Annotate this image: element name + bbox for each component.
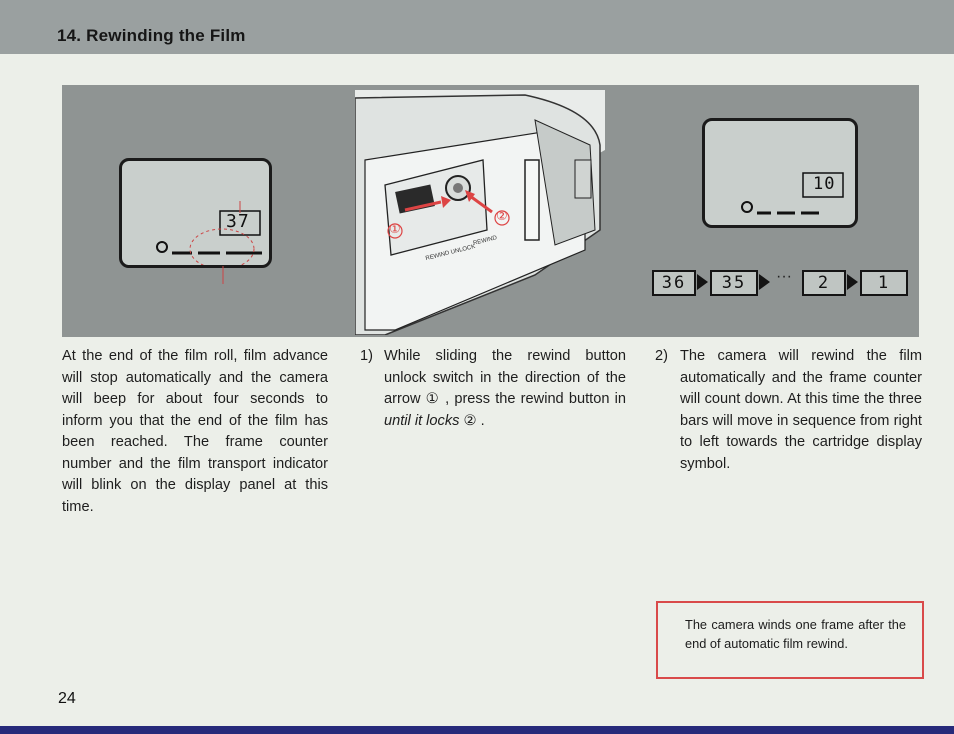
right-frame-counter: 10 [813, 174, 836, 194]
lcd-panel-right: 10 [702, 118, 858, 228]
step-1-italic: until it locks [384, 412, 460, 429]
sequence-arrow-icon [759, 274, 770, 290]
step-1-text-column: While sliding the rewind button unlock s… [384, 346, 626, 432]
header-bar: 14. Rewinding the Film [0, 0, 954, 54]
step-1-number: 1) [360, 348, 373, 364]
cartridge-icon [741, 201, 753, 213]
lcd-panel-left-graphics [156, 201, 262, 270]
page-number: 24 [58, 690, 76, 707]
lcd-callout-line [222, 266, 224, 284]
sequence-ellipsis: ··· [776, 268, 792, 285]
camera-illustration [355, 90, 605, 335]
left-frame-counter: 37 [226, 211, 250, 232]
sequence-arrow-icon [847, 274, 858, 290]
step-1-paragraph: While sliding the rewind button unlock s… [384, 346, 626, 432]
camera-photo: ① ② REWIND UNLOCK REWIND [355, 90, 605, 335]
step-1-end: ② . [459, 412, 485, 429]
cartridge-icon [156, 241, 168, 253]
intro-text-column: At the end of the film roll, film advanc… [62, 346, 328, 518]
step-1-text: While sliding the rewind button unlock s… [384, 348, 626, 407]
step-2-text-column: The camera will rewind the film automati… [680, 346, 922, 475]
sequence-counter-1: 1 [860, 270, 908, 296]
page-title: 14. Rewinding the Film [57, 26, 246, 45]
bottom-border [0, 726, 954, 734]
sequence-counter-35: 35 [710, 270, 758, 296]
sequence-counter-36: 36 [652, 270, 696, 296]
lcd-panel-right-graphics [741, 172, 844, 215]
callout-1: ① [389, 221, 401, 236]
step-2-paragraph: The camera will rewind the film automati… [680, 348, 922, 472]
callout-2: ② [496, 208, 508, 223]
lcd-panel-left: 37 [119, 158, 272, 270]
sequence-counter-2: 2 [802, 270, 846, 296]
step-2-number: 2) [655, 348, 668, 364]
intro-paragraph: At the end of the film roll, film advanc… [62, 348, 328, 515]
sequence-arrow-icon [697, 274, 708, 290]
note-box: The camera winds one frame after the end… [656, 601, 924, 679]
